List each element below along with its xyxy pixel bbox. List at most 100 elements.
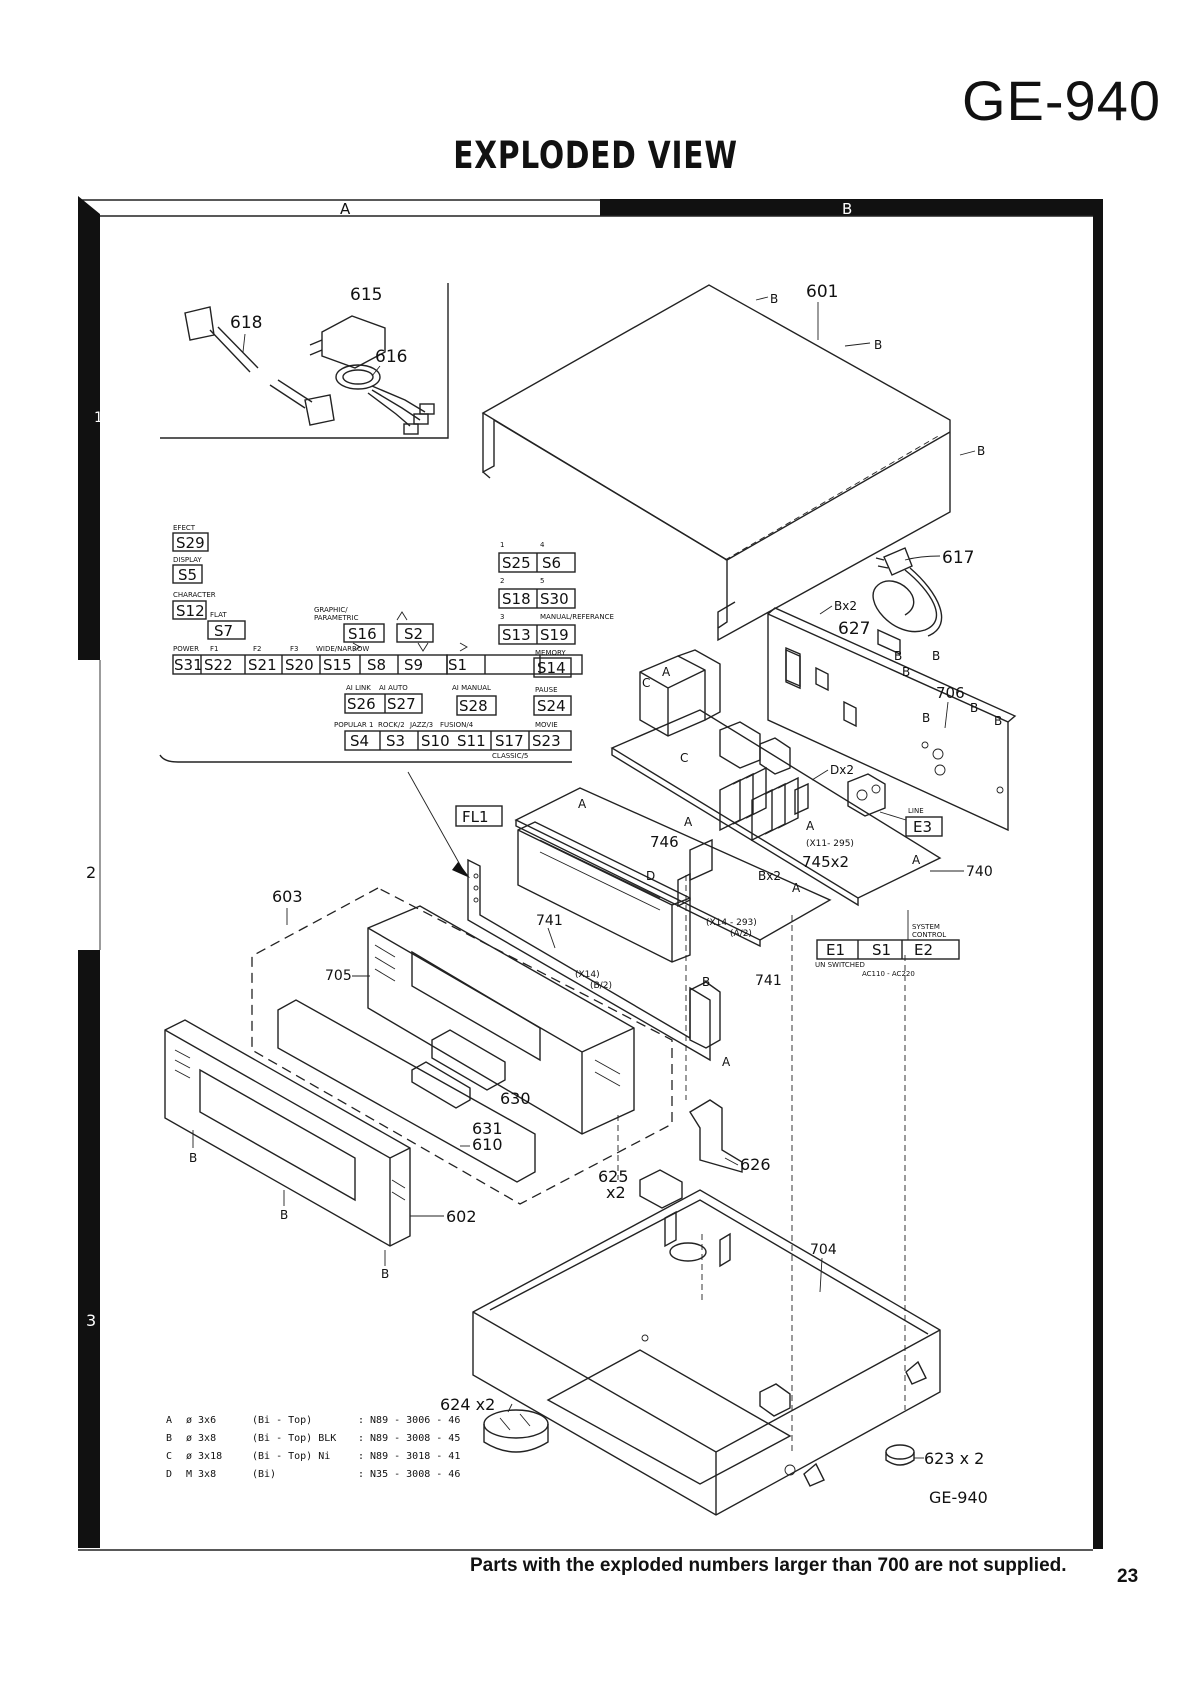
part-630: 630: [500, 1089, 531, 1108]
callout-a: A: [792, 881, 801, 895]
display-pcb: [514, 787, 832, 963]
switch-s15: S15: [323, 656, 352, 674]
switch-s4: S4: [350, 732, 369, 750]
supply-note: Parts with the exploded numbers larger t…: [470, 1555, 1067, 1576]
caption-4: 4: [540, 541, 545, 549]
screw-finish: (Bi - Top): [252, 1415, 313, 1426]
screw-finish: (Bi): [252, 1469, 277, 1480]
syscon-e1: E1: [826, 941, 845, 959]
caption-5: 5: [540, 577, 544, 585]
screw-legend-row: B ø 3x8 (Bi - Top) BLK : N89 - 3008 - 45: [166, 1430, 478, 1448]
callout-a: A: [912, 853, 921, 867]
callout-dx2: Dx2: [830, 763, 854, 777]
callout-a: A: [684, 815, 693, 829]
screw-finish: (Bi - Top) Ni: [252, 1451, 331, 1462]
screw-part-number: : N35 - 3008 - 46: [358, 1469, 461, 1480]
caption-3: 3: [500, 613, 504, 621]
syscon-caption-1: SYSTEM: [912, 923, 940, 931]
caption-ai-auto: AI AUTO: [379, 684, 408, 692]
part-704: 704: [810, 1242, 837, 1258]
caption-jazz: JAZZ/3: [409, 721, 433, 729]
callout-b: B: [189, 1151, 197, 1165]
cable-618: [184, 306, 335, 426]
caption-effect: EFECT: [173, 524, 196, 532]
caption-display: DISPLAY: [173, 556, 202, 564]
pcb-label-x14b: (X14): [575, 970, 600, 980]
switch-s19: S19: [540, 626, 569, 644]
switch-s8: S8: [367, 656, 386, 674]
callout-bx2: Bx2: [758, 869, 781, 883]
switch-s1: S1: [448, 656, 467, 674]
screw-part-number: : N89 - 3008 - 45: [358, 1433, 461, 1444]
syscon-box: [816, 939, 960, 960]
part-625: 625: [598, 1167, 629, 1186]
switch-s28: S28: [459, 697, 488, 715]
screw-legend-row: C ø 3x18 (Bi - Top) Ni : N89 - 3018 - 41: [166, 1448, 478, 1466]
switch-s7: S7: [214, 622, 233, 640]
screw-part-number: : N89 - 3018 - 41: [358, 1451, 461, 1462]
caption-parametric: PARAMETRIC: [314, 614, 359, 622]
screw-letter: B: [166, 1433, 173, 1444]
switch-s29: S29: [176, 534, 205, 552]
page-number: 23: [1117, 1566, 1139, 1587]
caption-flat: FLAT: [210, 611, 227, 619]
fl-label: FL1: [462, 808, 489, 826]
syscon-voltage: AC110 - AC220: [862, 970, 915, 978]
window-610: [277, 999, 536, 1183]
caption-graphic: GRAPHIC/: [314, 606, 348, 614]
callout-b: B: [702, 975, 710, 989]
callout-a: A: [662, 665, 671, 679]
main-pcb-740: [610, 649, 942, 907]
screw-size: ø 3x6: [186, 1415, 217, 1426]
callout-b: B: [770, 292, 778, 306]
caption-movie: MOVIE: [535, 721, 558, 729]
bracket-626: [689, 1099, 743, 1173]
part-631: 631: [472, 1119, 503, 1138]
callout-c: C: [680, 751, 688, 765]
part-618: 618: [230, 313, 262, 333]
switch-s23: S23: [532, 732, 561, 750]
part-626: 626: [740, 1155, 771, 1174]
screw-legend-row: A ø 3x6 (Bi - Top) : N89 - 3006 - 46: [166, 1412, 478, 1430]
caption-fusion: FUSION/4: [440, 721, 474, 729]
switch-s2: S2: [404, 625, 423, 643]
pcb-label-x14b-sub: (B/2): [590, 981, 612, 991]
callout-b: B: [932, 649, 940, 663]
part-741: 741: [536, 913, 563, 929]
switch-s17: S17: [495, 732, 524, 750]
caption-pause: PAUSE: [535, 686, 558, 694]
switch-s26: S26: [347, 695, 376, 713]
callout-c: C: [642, 676, 650, 690]
caption-f2: F2: [253, 645, 261, 653]
pcb-label-x14a: (X14 - 293): [706, 918, 757, 928]
caption-2: 2: [500, 577, 504, 585]
grid-label-row-1: 1: [94, 410, 103, 426]
caption-character: CHARACTER: [173, 591, 216, 599]
screw-size: M 3x8: [186, 1469, 217, 1480]
part-741: 741: [755, 973, 782, 989]
syscon-s1: S1: [872, 941, 891, 959]
part-623: 623 x 2: [924, 1449, 984, 1468]
switch-s12: S12: [176, 602, 205, 620]
screw-size: ø 3x8: [186, 1433, 217, 1444]
accessory-box: 615 618 616: [160, 283, 449, 439]
part-740: 740: [966, 864, 993, 880]
switch-s6: S6: [542, 554, 561, 572]
part-746: 746: [650, 833, 679, 851]
caption-power: POWER: [173, 645, 199, 653]
model-title: GE-940: [962, 69, 1161, 132]
page-frame: [78, 196, 1103, 1551]
pcb-label-x11: (X11- 295): [806, 839, 854, 849]
top-cover-601: [481, 284, 951, 642]
plug-adapter-615: [309, 315, 386, 369]
screw-legend-row: D M 3x8 (Bi) : N35 - 3008 - 46: [166, 1466, 478, 1484]
screw-letter: D: [166, 1469, 173, 1480]
part-706: 706: [936, 684, 965, 702]
screw-finish: (Bi - Top) BLK: [252, 1433, 337, 1444]
caption-classic: CLASSIC/5: [492, 752, 528, 760]
part-610: 610: [472, 1135, 503, 1154]
switch-s3: S3: [386, 732, 405, 750]
switch-s11: S11: [457, 732, 486, 750]
screw-part-number: : N89 - 3006 - 46: [358, 1415, 461, 1426]
